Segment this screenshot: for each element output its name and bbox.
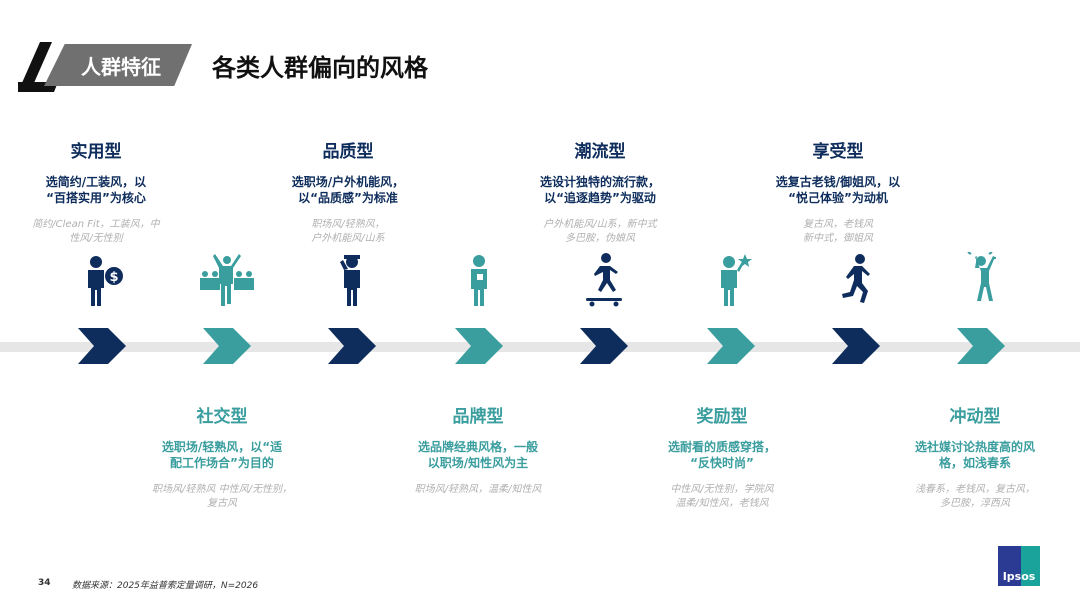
skateboarder-icon xyxy=(586,253,622,307)
persona-type-4: 品牌型选品牌经典风格，一般以职场/知性风为主职场风/轻熟风，温柔/知性风 xyxy=(378,402,578,497)
chevron-arrow-icon xyxy=(957,328,1005,364)
style-tags: 户外机能风/山系，新中式多巴胺，伪娘风 xyxy=(500,218,700,246)
style-tags: 复古风，老钱风新中式，御姐风 xyxy=(738,218,938,246)
desc-line: 以“追逐趋势”为驱动 xyxy=(544,191,656,205)
desc-line: 选耐看的质感穿搭， xyxy=(667,440,776,454)
tags-line: 温柔/知性风，老钱风 xyxy=(675,498,769,509)
style-tags: 简约/Clean Fit，工装风，中性风/无性别 xyxy=(0,218,196,246)
svg-text:$: $ xyxy=(109,270,118,285)
excited-person-icon xyxy=(967,252,996,301)
tags-line: 户外机能风/山系，新中式 xyxy=(543,219,657,230)
type-description: 选复古老钱/御姐风，以 “悦己体验”为动机 xyxy=(738,174,938,206)
style-tags: 职场风/轻熟风，温柔/知性风 xyxy=(378,483,578,497)
desc-line: 选复古老钱/御姐风，以 xyxy=(775,175,901,189)
tags-line: 多巴胺，淳西风 xyxy=(940,498,1010,509)
page-number: 34 xyxy=(38,578,51,588)
persona-type-8: 冲动型选社媒讨论热度高的风格，如浅春系浅春系，老钱风，复古风， 多巴胺，淳西风 xyxy=(875,402,1075,511)
logo-text: Ipsos xyxy=(1002,570,1036,583)
desc-line: 选职场/轻熟风，以“适 xyxy=(161,440,283,454)
type-description: 选社媒讨论热度高的风格，如浅春系 xyxy=(875,439,1075,471)
timeline-band xyxy=(0,342,1080,352)
chevron-arrow-icon xyxy=(203,328,251,364)
desc-line: 选职场/户外机能风， xyxy=(291,175,405,189)
persona-type-3: 品质型选职场/户外机能风， 以“品质感”为标准职场风/轻熟风， 户外机能风/山系 xyxy=(248,137,448,246)
type-description: 选职场/户外机能风， 以“品质感”为标准 xyxy=(248,174,448,206)
type-name: 冲动型 xyxy=(949,407,1001,427)
type-description: 选耐看的质感穿搭， “反快时尚” xyxy=(622,439,822,471)
desc-line: 配工作场合”为目的 xyxy=(170,456,274,470)
type-description: 选品牌经典风格，一般以职场/知性风为主 xyxy=(378,439,578,471)
running-man-icon xyxy=(842,254,870,303)
type-name: 潮流型 xyxy=(574,142,626,162)
type-name: 社交型 xyxy=(196,407,248,427)
tags-line: 简约/Clean Fit，工装风，中 xyxy=(32,219,160,230)
cheering-crowd-icon xyxy=(200,254,254,306)
chevron-arrow-icon xyxy=(328,328,376,364)
persona-type-2: 社交型选职场/轻熟风，以“适配工作场合”为目的职场风/轻熟风 中性风/无性别， 复… xyxy=(122,402,322,511)
person-thinking-icon xyxy=(340,255,360,306)
persona-type-6: 奖励型选耐看的质感穿搭， “反快时尚” 中性风/无性别，学院风温柔/知性风，老钱风 xyxy=(622,402,822,511)
desc-line: 选品牌经典风格，一般 xyxy=(417,440,538,454)
type-name: 实用型 xyxy=(70,142,122,162)
tags-line: 多巴胺，伪娘风 xyxy=(565,233,635,244)
persona-type-5: 潮流型选设计独特的流行款，以“追逐趋势”为驱动户外机能风/山系，新中式多巴胺，伪… xyxy=(500,137,700,246)
section-label: 人群特征 xyxy=(44,44,192,86)
style-tags: 职场风/轻熟风 中性风/无性别， 复古风 xyxy=(122,483,322,511)
style-tags: 职场风/轻熟风， 户外机能风/山系 xyxy=(248,218,448,246)
type-description: 选职场/轻熟风，以“适配工作场合”为目的 xyxy=(122,439,322,471)
chevron-arrow-icon xyxy=(832,328,880,364)
tags-line: 复古风 xyxy=(207,498,237,509)
ipsos-logo: Ipsos xyxy=(998,546,1040,586)
persona-type-1: 实用型选简约/工装风，以 “百搭实用”为核心简约/Clean Fit，工装风，中性… xyxy=(0,137,196,246)
tags-line: 职场风/轻熟风，温柔/知性风 xyxy=(414,484,542,495)
type-name: 奖励型 xyxy=(696,407,748,427)
persona-type-7: 享受型选复古老钱/御姐风，以“悦己体验”为动机复古风，老钱风新中式，御姐风 xyxy=(738,137,938,246)
tags-line: 户外机能风/山系 xyxy=(311,233,385,244)
desc-line: 格，如浅春系 xyxy=(938,456,1011,470)
desc-line: “百搭实用”为核心 xyxy=(46,191,146,205)
tags-line: 中性风/无性别，学院风 xyxy=(670,484,774,495)
tags-line: 职场风/轻熟风 中性风/无性别， xyxy=(152,484,292,495)
page-title: 各类人群偏向的风格 xyxy=(212,54,428,82)
desc-line: 以“品质感”为标准 xyxy=(298,191,398,205)
businessman-coin-icon: $ xyxy=(88,256,123,306)
type-name: 享受型 xyxy=(812,142,864,162)
tags-line: 浅春系，老钱风，复古风， xyxy=(915,484,1035,495)
desc-line: 选简约/工装风，以 xyxy=(45,175,147,189)
desc-line: “悦己体验”为动机 xyxy=(788,191,888,205)
chevron-arrow-icon xyxy=(78,328,126,364)
data-source: 数据来源：2025年益普索定量调研，N=2026 xyxy=(72,581,259,591)
type-name: 品质型 xyxy=(322,142,374,162)
type-description: 选简约/工装风，以 “百搭实用”为核心 xyxy=(0,174,196,206)
type-name: 品牌型 xyxy=(452,407,504,427)
chevron-arrow-icon xyxy=(580,328,628,364)
tags-line: 性风/无性别 xyxy=(69,233,123,244)
tags-line: 职场风/轻熟风， xyxy=(311,219,385,230)
type-description: 选设计独特的流行款， 以“追逐趋势”为驱动 xyxy=(500,174,700,206)
desc-line: 选社媒讨论热度高的风 xyxy=(914,440,1035,454)
tags-line: 复古风，老钱风 xyxy=(803,219,873,230)
style-tags: 浅春系，老钱风，复古风， 多巴胺，淳西风 xyxy=(875,483,1075,511)
chevron-arrow-icon xyxy=(707,328,755,364)
tags-line: 新中式，御姐风 xyxy=(803,233,873,244)
desc-line: 以职场/知性风为主 xyxy=(427,456,529,470)
chevron-arrow-icon xyxy=(455,328,503,364)
person-star-icon xyxy=(721,254,752,306)
desc-line: 选设计独特的流行款， xyxy=(539,175,660,189)
style-tags: 中性风/无性别，学院风温柔/知性风，老钱风 xyxy=(622,483,822,511)
person-badge-icon xyxy=(471,255,487,306)
desc-line: “反快时尚” xyxy=(690,456,754,470)
